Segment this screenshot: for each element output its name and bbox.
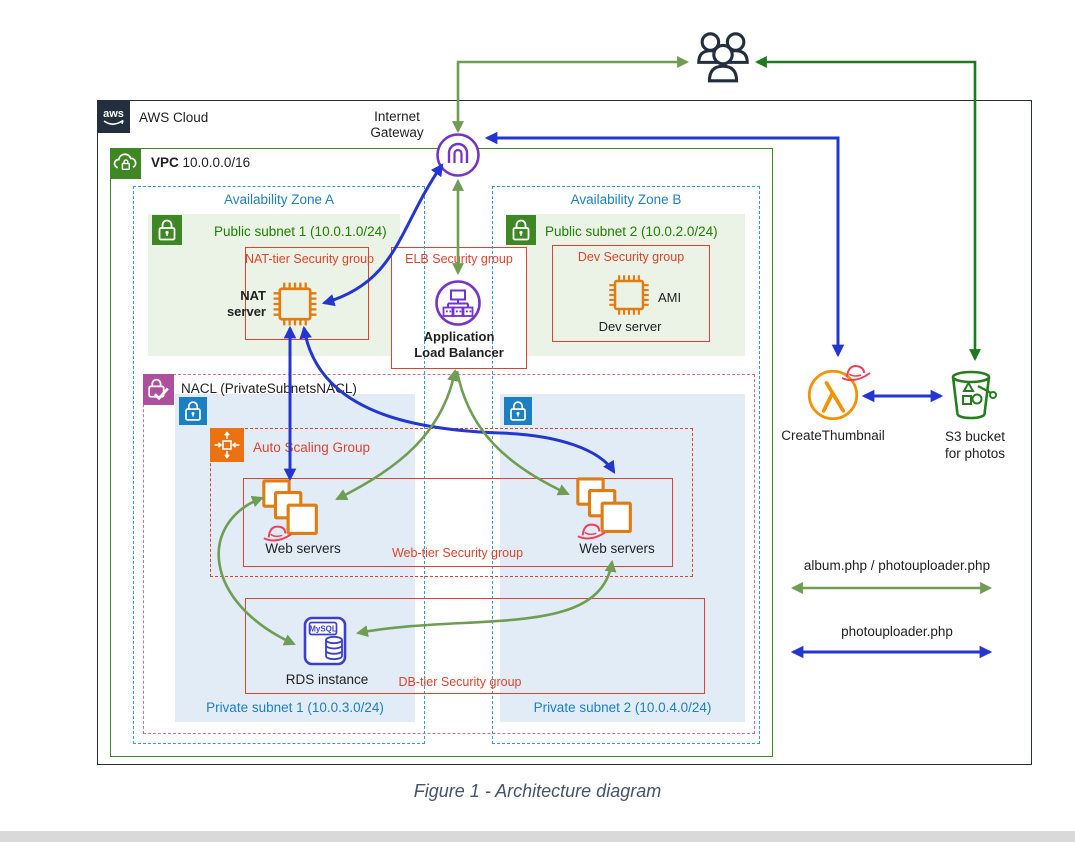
web-servers-a-icon xyxy=(256,478,330,548)
legend-blue-label: photouploader.php xyxy=(841,624,953,639)
ami-label: AMI xyxy=(658,290,682,305)
auto-scaling-group-label: Auto Scaling Group xyxy=(253,440,371,455)
web-tier-security-group-label: Web-tier Security group xyxy=(391,546,524,560)
green-lock-icon xyxy=(152,215,182,245)
green-lock-icon xyxy=(506,215,536,245)
ec2-chip-icon xyxy=(270,279,320,329)
web-servers-b-icon xyxy=(570,476,644,546)
bottom-scroll-strip xyxy=(0,831,1075,842)
vpc-name: VPC xyxy=(151,155,179,170)
dev-server-label: Dev server xyxy=(598,319,662,334)
s3-bucket-label: S3 bucket for photos xyxy=(944,429,1006,461)
web-servers-a-label: Web servers xyxy=(265,541,341,556)
legend-green-label: album.php / photouploader.php xyxy=(803,558,991,573)
red-hat-icon xyxy=(840,362,872,384)
load-balancer-icon xyxy=(434,279,482,327)
web-servers-b-label: Web servers xyxy=(579,541,655,556)
nat-server-label: NAT server xyxy=(226,288,266,319)
rds-instance-label: RDS instance xyxy=(285,672,369,687)
public-subnet-1-label: Public subnet 1 (10.0.1.0/24) xyxy=(214,224,387,239)
public-subnet-2-label: Public subnet 2 (10.0.2.0/24) xyxy=(545,224,718,239)
db-tier-security-group-label: DB-tier Security group xyxy=(398,675,522,689)
availability-zone-a-label: Availability Zone A xyxy=(223,192,335,207)
availability-zone-b-label: Availability Zone B xyxy=(570,192,682,207)
ec2-chip-icon xyxy=(606,272,652,318)
vpc-cloud-lock-icon xyxy=(110,148,141,179)
blue-lock-icon xyxy=(179,397,207,425)
private-subnet-1-label: Private subnet 1 (10.0.3.0/24) xyxy=(206,700,384,715)
nacl-lock-check-icon xyxy=(143,374,174,405)
auto-scaling-icon xyxy=(210,428,244,462)
internet-gateway-icon xyxy=(435,132,481,178)
vpc-label: VPC 10.0.0.0/16 xyxy=(151,155,250,170)
s3-bucket-icon xyxy=(948,368,998,422)
vpc-cidr: 10.0.0.0/16 xyxy=(182,155,251,170)
red-hat-icon xyxy=(577,523,606,540)
aws-cloud-label: AWS Cloud xyxy=(139,110,209,125)
rds-engine-label: MySQL xyxy=(309,625,337,634)
aws-logo-icon: aws xyxy=(97,100,130,133)
svg-text:aws: aws xyxy=(103,108,124,120)
private-subnet-2-label: Private subnet 2 (10.0.4.0/24) xyxy=(533,700,712,715)
nacl-label: NACL (PrivateSubnetsNACL) xyxy=(181,381,357,396)
alb-label: Application Load Balancer xyxy=(414,329,504,360)
rds-mysql-icon: MySQL xyxy=(302,615,348,667)
figure-caption: Figure 1 - Architecture diagram xyxy=(413,781,662,801)
nat-tier-security-group-label: NAT-tier Security group xyxy=(245,252,374,266)
internet-gateway-label: Internet Gateway xyxy=(370,109,424,140)
dev-security-group-label: Dev Security group xyxy=(577,250,685,264)
lambda-icon xyxy=(806,368,860,422)
users-icon xyxy=(692,30,754,87)
blue-lock-icon xyxy=(504,397,532,425)
elb-security-group-label: ELB Security group xyxy=(405,252,513,266)
lambda-label: CreateThumbnail xyxy=(781,428,885,443)
